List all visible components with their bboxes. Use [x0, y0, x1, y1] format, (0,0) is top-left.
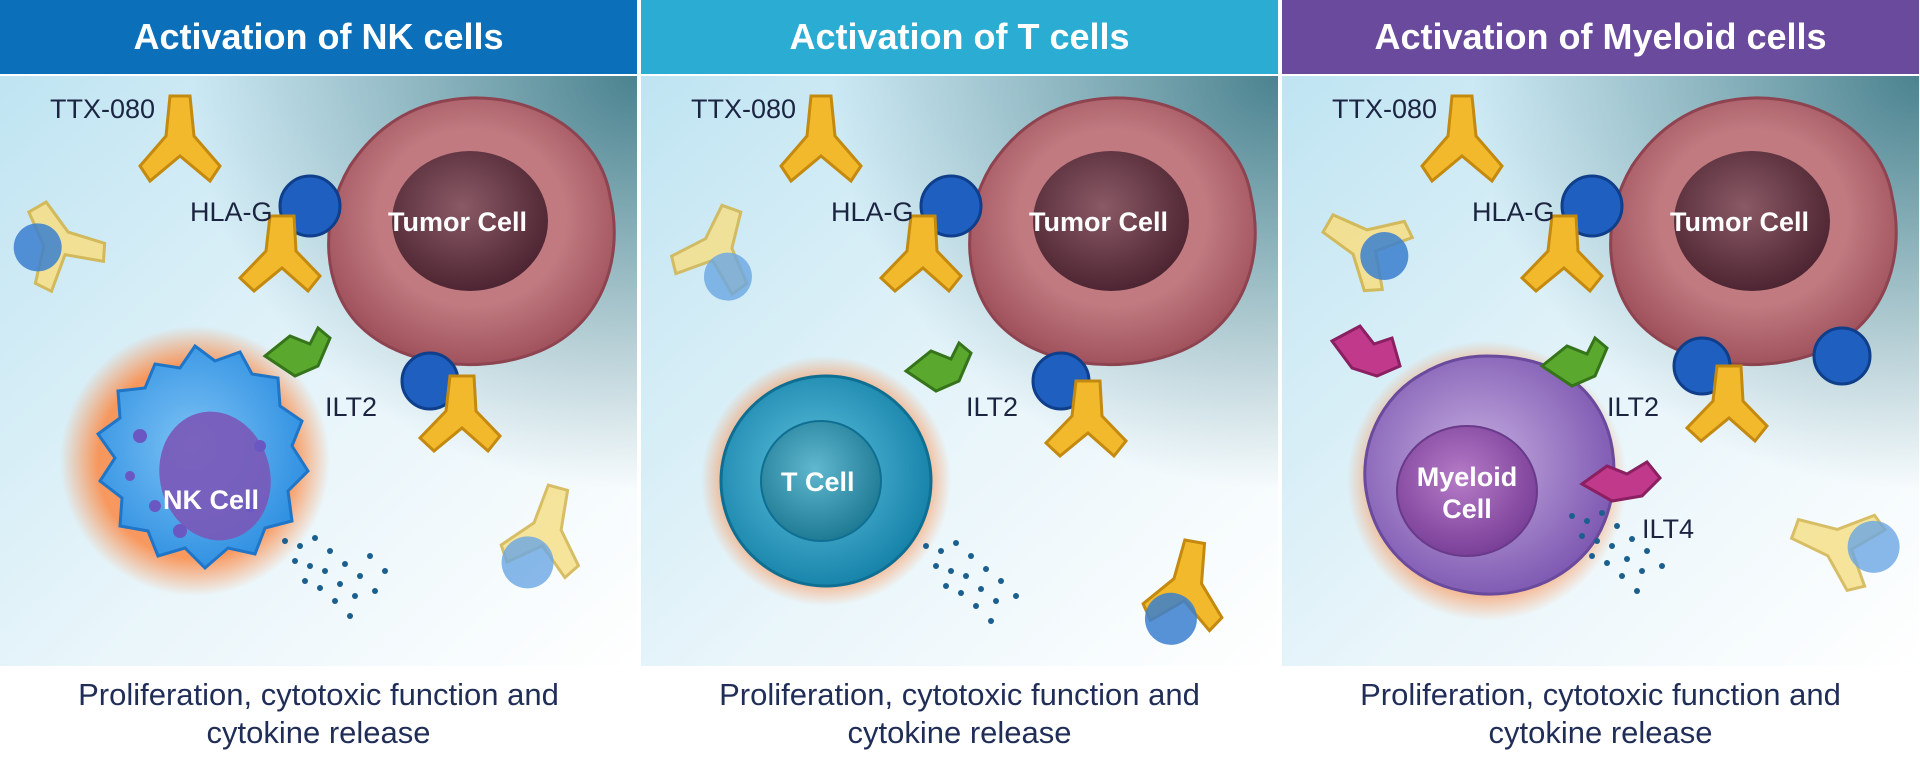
nk-cell-label: NK Cell	[163, 485, 259, 515]
hla-g-label: HLA-G	[1472, 197, 1555, 227]
antibody-label: TTX-080	[691, 94, 796, 124]
ilt2-icon	[262, 325, 332, 378]
tumor-cell	[1609, 96, 1898, 367]
antibody-icon	[1420, 94, 1504, 184]
ilt2-icon	[903, 340, 973, 393]
bound-antibody-icon	[1519, 214, 1604, 294]
bound-antibody-icon	[878, 214, 963, 294]
tumor-cell-label: Tumor Cell	[1670, 207, 1809, 237]
tumor-cell	[327, 96, 616, 367]
t-cell	[719, 374, 933, 588]
ilt2-label: ILT2	[966, 392, 1018, 422]
myeloid-scene: TTX-080 HLA-G Tumor Cell ILT2 ILT4 Myelo…	[1282, 76, 1919, 666]
caption-line-1: Proliferation, cytotoxic function and	[1360, 677, 1841, 712]
caption: Proliferation, cytotoxic function and cy…	[0, 676, 637, 752]
ilt4-icon	[1579, 460, 1663, 503]
bound-antibody-icon	[1684, 364, 1769, 444]
antibody-icon	[1321, 212, 1415, 293]
ilt4-icon	[1329, 324, 1402, 378]
hla-g-label: HLA-G	[190, 197, 273, 227]
antibody-icon	[138, 94, 222, 184]
ilt4-label: ILT4	[1642, 514, 1694, 544]
bound-antibody-icon	[237, 214, 322, 294]
ilt2-label: ILT2	[325, 392, 377, 422]
caption: Proliferation, cytotoxic function and cy…	[641, 676, 1278, 752]
nk-scene: TTX-080 HLA-G Tumor Cell ILT2 NK Cell	[0, 76, 637, 666]
antibody-icon	[499, 483, 581, 589]
nk-cell	[95, 343, 310, 571]
caption-line-2: cytokine release	[847, 715, 1072, 750]
antibody-icon	[1789, 513, 1900, 593]
myeloid-cell	[1363, 354, 1616, 596]
bound-antibody-icon	[417, 374, 502, 454]
cytokine-dots	[923, 540, 1019, 624]
antibody-icon	[779, 94, 863, 184]
panel-title: Activation of NK cells	[0, 0, 637, 74]
myeloid-cell-label-line-1: Myeloid	[1417, 462, 1518, 492]
ilt2-icon	[1539, 335, 1609, 388]
t-cell-label: T Cell	[781, 467, 855, 497]
caption-line-1: Proliferation, cytotoxic function and	[78, 677, 559, 712]
panel-title: Activation of Myeloid cells	[1282, 0, 1919, 74]
panel-title: Activation of T cells	[641, 0, 1278, 74]
tumor-cell-label: Tumor Cell	[388, 207, 527, 237]
bound-antibody-icon	[1043, 379, 1128, 459]
antibody-icon	[1141, 538, 1224, 645]
caption-line-2: cytokine release	[1488, 715, 1713, 750]
panel-nk: Activation of NK cells	[0, 0, 637, 763]
caption-line-1: Proliferation, cytotoxic function and	[719, 677, 1200, 712]
hla-g-icon	[1812, 326, 1872, 386]
caption: Proliferation, cytotoxic function and cy…	[1282, 676, 1919, 752]
t-scene: TTX-080 HLA-G Tumor Cell ILT2 T Cell	[641, 76, 1278, 666]
antibody-icon	[13, 200, 107, 294]
cytokine-dots	[1569, 510, 1665, 594]
myeloid-cell-label-line-2: Cell	[1442, 494, 1492, 524]
cytokine-dots	[282, 535, 388, 619]
hla-g-label: HLA-G	[831, 197, 914, 227]
tumor-cell-label: Tumor Cell	[1029, 207, 1168, 237]
panel-myeloid: Activation of Myeloid cells	[1282, 0, 1919, 763]
antibody-label: TTX-080	[50, 94, 155, 124]
ilt2-label: ILT2	[1607, 392, 1659, 422]
tumor-cell	[968, 96, 1257, 367]
caption-line-2: cytokine release	[206, 715, 431, 750]
antibody-icon	[669, 203, 752, 301]
antibody-label: TTX-080	[1332, 94, 1437, 124]
panel-t: Activation of T cells	[641, 0, 1278, 763]
